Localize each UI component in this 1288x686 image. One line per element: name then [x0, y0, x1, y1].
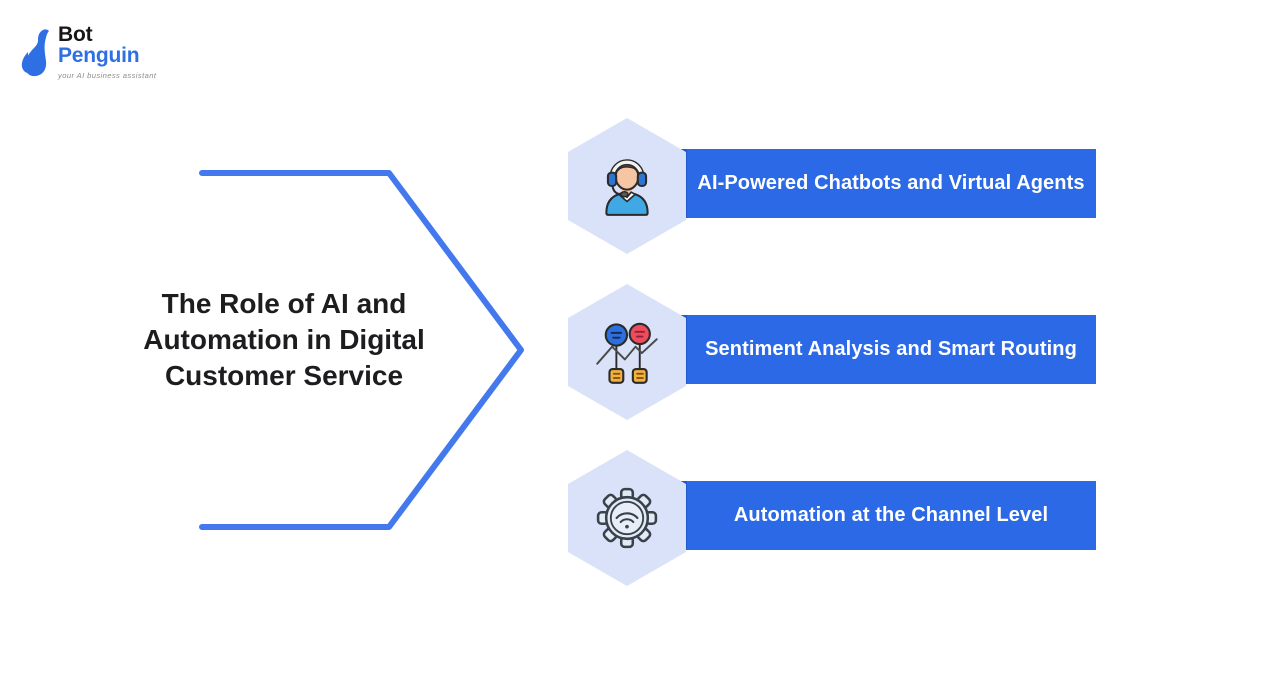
- hexagon-channel-automation: [568, 450, 686, 586]
- banner-label: Automation at the Channel Level: [733, 504, 1049, 526]
- banner-sentiment-routing: Sentiment Analysis and Smart Routing: [678, 315, 1096, 384]
- hexagon-ai-chatbots: [568, 118, 686, 254]
- banner-label: AI-Powered Chatbots and Virtual Agents: [697, 172, 1085, 194]
- botpenguin-logo: Bot Penguin your AI business assistant: [16, 24, 156, 80]
- banner-label: Sentiment Analysis and Smart Routing: [705, 338, 1077, 360]
- gear-wifi-icon: [596, 487, 658, 549]
- logo-tagline: your AI business assistant: [58, 71, 157, 81]
- logo-word-bot: Bot: [58, 23, 93, 46]
- chevron-arrow: [195, 165, 530, 535]
- penguin-icon: [21, 29, 49, 77]
- hexagon-sentiment-routing: [568, 284, 686, 420]
- logo-word-penguin: Penguin: [58, 44, 140, 67]
- sentiment-chart-icon: [596, 322, 658, 384]
- page-title: The Role of AI and Automation in Digital…: [143, 288, 425, 392]
- banner-channel-automation: Automation at the Channel Level: [678, 481, 1096, 550]
- banner-ai-chatbots: AI-Powered Chatbots and Virtual Agents: [678, 149, 1096, 218]
- chevron-arrow-icon: [199, 170, 524, 530]
- support-agent-icon: [605, 159, 649, 216]
